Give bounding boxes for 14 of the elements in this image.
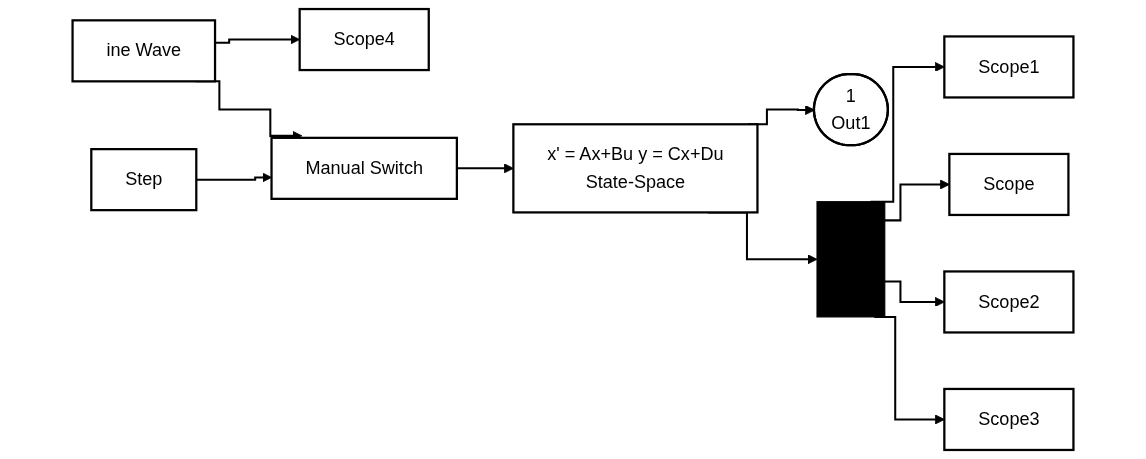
node-box: ine Wave	[71, 19, 217, 83]
arrow	[196, 172, 272, 183]
arrow	[456, 163, 514, 174]
node-box: Scope4	[298, 7, 430, 72]
arrow	[884, 179, 950, 222]
node-box: Scope2	[943, 270, 1075, 334]
arrow	[884, 280, 945, 307]
node-box: Step	[90, 148, 198, 212]
node-box: x' = Ax+Bu y = Cx+Du State-Space	[512, 123, 759, 214]
node-box: Scope3	[943, 387, 1075, 452]
node-box: Scope1	[943, 35, 1075, 99]
node-box: Manual Switch	[270, 136, 458, 200]
node-box: Scope	[948, 152, 1070, 217]
node-bar	[816, 201, 886, 318]
